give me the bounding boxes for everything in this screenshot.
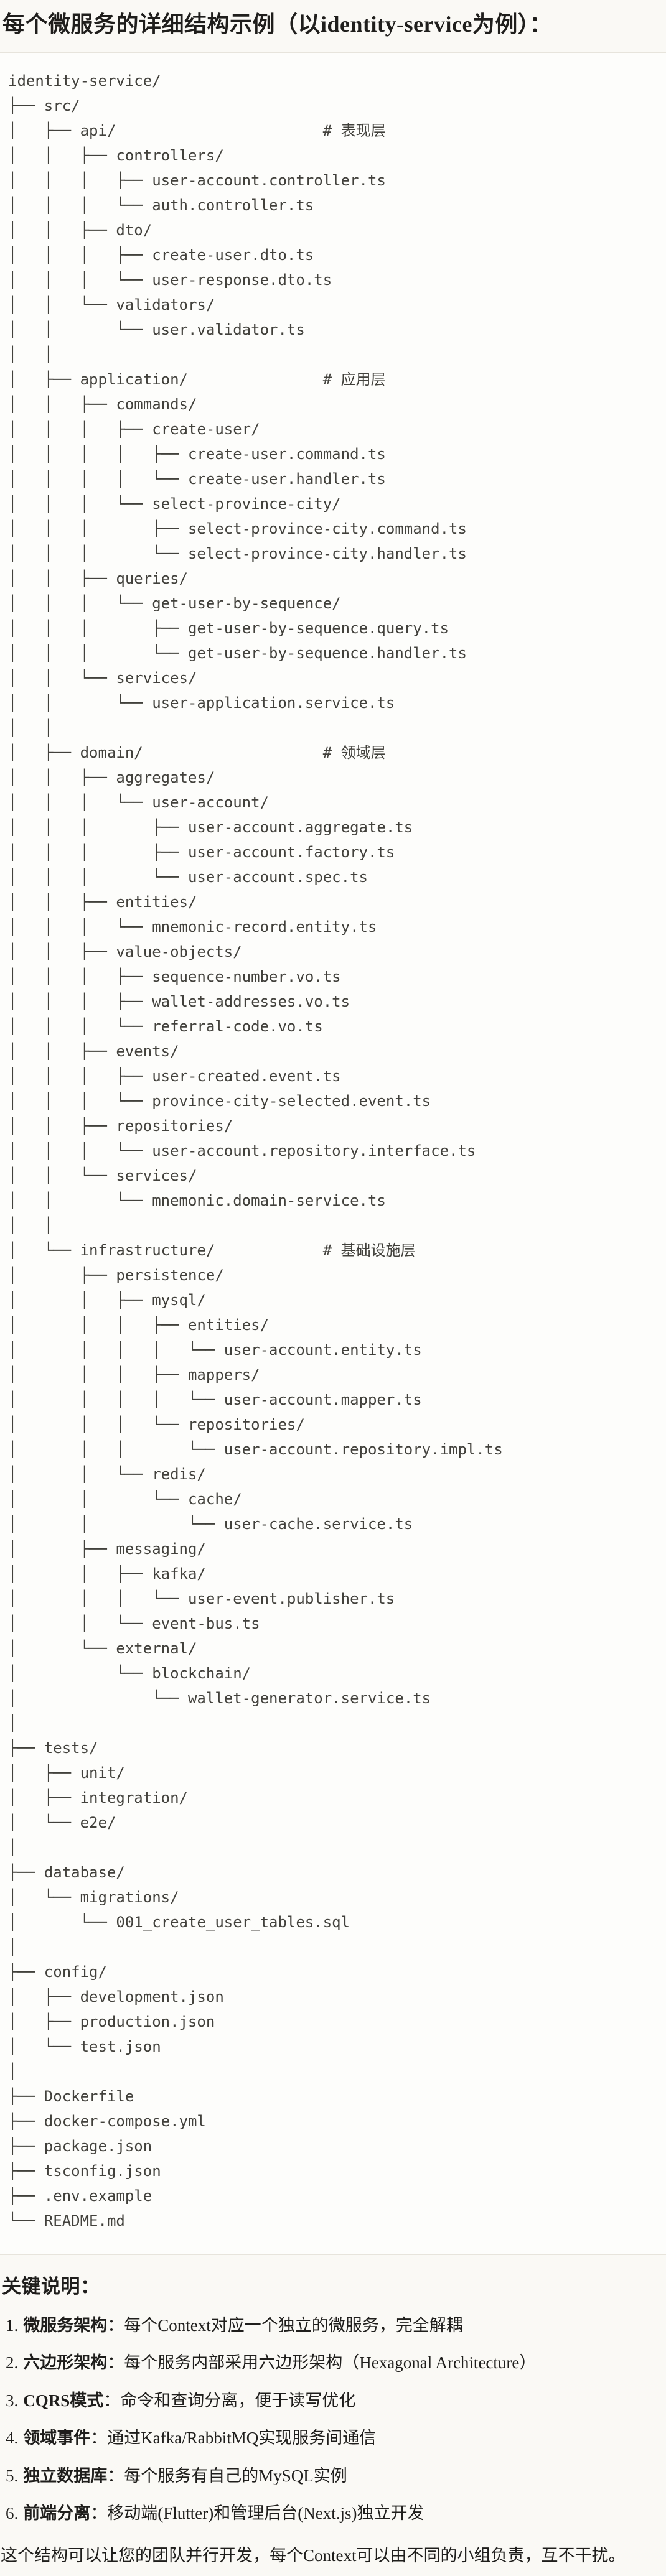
note-number: 6. <box>6 2503 19 2523</box>
note-item-hexagonal-architecture: 2.六边形架构：每个服务内部采用六边形架构（Hexagonal Architec… <box>6 2351 666 2374</box>
note-item-domain-events: 4.领域事件：通过Kafka/RabbitMQ实现服务间通信 <box>6 2427 666 2449</box>
note-item-microservice-architecture: 1.微服务架构：每个Context对应一个独立的微服务，完全解耦 <box>6 2314 666 2337</box>
note-number: 2. <box>6 2353 19 2373</box>
notes-list: 1.微服务架构：每个Context对应一个独立的微服务，完全解耦 2.六边形架构… <box>0 2314 666 2525</box>
directory-tree: identity-service/ ├── src/ │ ├── api/ # … <box>8 72 503 2230</box>
note-desc: ：命令和查询分离，便于读写优化 <box>103 2391 356 2410</box>
note-desc: ：移动端(Flutter)和管理后台(Next.js)独立开发 <box>90 2503 424 2523</box>
note-label: 六边形架构 <box>23 2353 108 2373</box>
note-label: 微服务架构 <box>23 2315 108 2335</box>
note-desc: ：通过Kafka/RabbitMQ实现服务间通信 <box>90 2429 377 2448</box>
closing-paragraph: 这个结构可以让您的团队并行开发，每个Context可以由不同的小组负责，互不干扰… <box>1 2546 626 2565</box>
note-number: 4. <box>6 2429 19 2448</box>
note-desc: ：每个服务有自己的MySQL实例 <box>107 2466 347 2485</box>
note-number: 5. <box>6 2466 19 2485</box>
note-item-frontend-separation: 6.前端分离：移动端(Flutter)和管理后台(Next.js)独立开发 <box>6 2502 666 2524</box>
notes-heading: 关键说明： <box>2 2275 100 2297</box>
note-label: 领域事件 <box>23 2429 91 2448</box>
note-desc: ：每个Context对应一个独立的微服务，完全解耦 <box>107 2315 463 2335</box>
page-title: 每个微服务的详细结构示例（以identity-service为例）： <box>2 12 552 37</box>
note-number: 1. <box>6 2315 19 2335</box>
directory-tree-code-block: identity-service/ ├── src/ │ ├── api/ # … <box>0 52 666 2255</box>
note-item-independent-database: 5.独立数据库：每个服务有自己的MySQL实例 <box>6 2465 666 2487</box>
note-desc: ：每个服务内部采用六边形架构（Hexagonal Architecture） <box>107 2353 537 2373</box>
note-number: 3. <box>6 2391 19 2410</box>
note-label: 独立数据库 <box>23 2466 108 2485</box>
note-label: CQRS模式 <box>23 2391 104 2410</box>
note-label: 前端分离 <box>23 2503 91 2523</box>
note-item-cqrs-pattern: 3.CQRS模式：命令和查询分离，便于读写优化 <box>6 2389 666 2412</box>
